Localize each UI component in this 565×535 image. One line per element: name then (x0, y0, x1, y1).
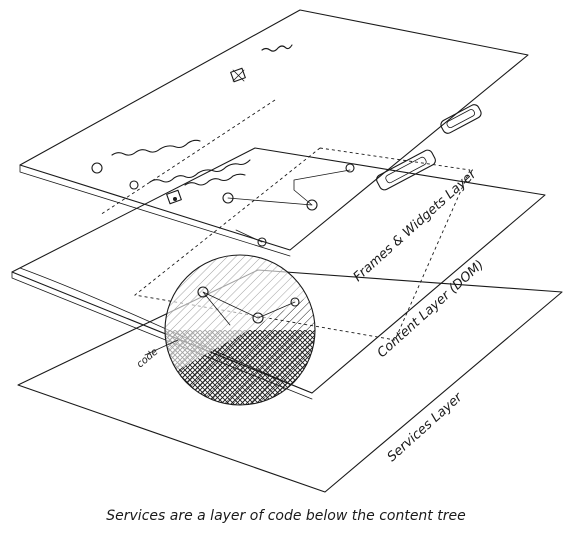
wavy-text-1 (262, 45, 292, 51)
dom-node (346, 164, 354, 172)
content-layer-label: Content Layer (DOM) (375, 258, 487, 361)
close-box-icon-x (233, 70, 244, 81)
wavy-text-3 (150, 160, 250, 182)
dom-tree-edges (228, 170, 350, 242)
services-layer-label: Services Layer (385, 389, 467, 465)
caption: Services are a layer of code below the c… (106, 508, 465, 524)
frames-widgets-layer-edge (20, 165, 290, 256)
frames-widgets-layer-plane (20, 10, 528, 250)
checkbox-mark (173, 197, 177, 201)
button-icon (439, 103, 483, 135)
radio-icon (92, 163, 102, 173)
radio-icon-2 (130, 181, 138, 189)
wavy-text-2 (112, 140, 200, 155)
